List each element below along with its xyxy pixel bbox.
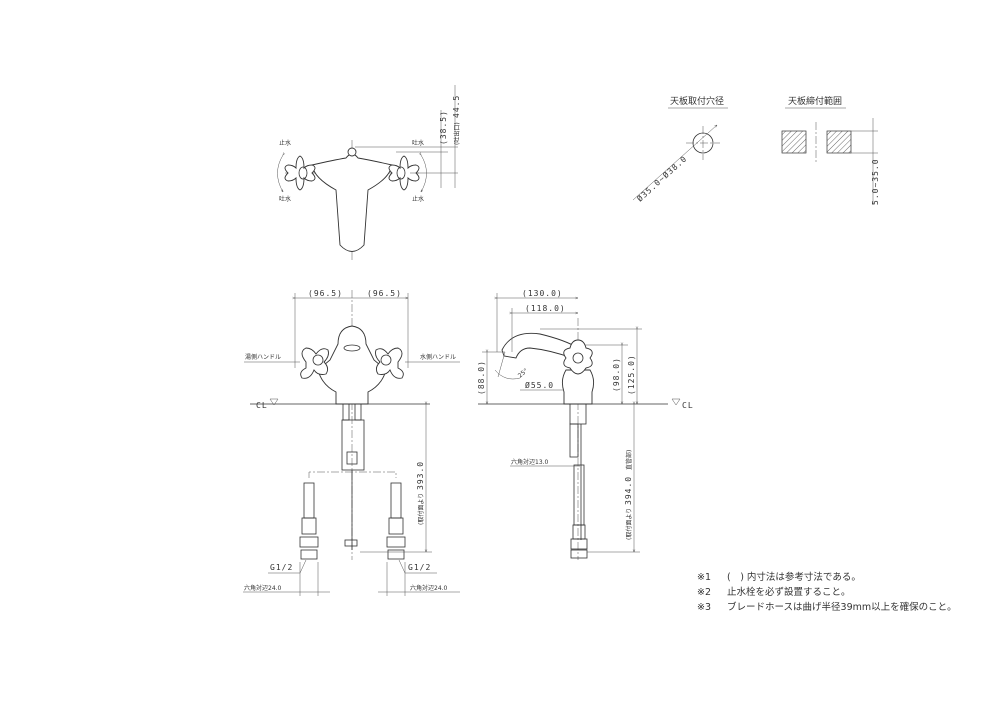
side-cl-label: CL <box>682 401 694 410</box>
hole-diameter-view: 天板取付穴径 Ø35.0~Ø38.0 <box>632 95 728 203</box>
dim-total-length: 393.0 <box>416 461 425 490</box>
label-thread-left: G1/2 <box>270 563 293 572</box>
note-2-mark: ※2 <box>697 587 711 598</box>
dim-outlet-label: (吐出口) <box>453 122 461 145</box>
hole-dim: Ø35.0~Ø38.0 <box>635 153 689 203</box>
front-cl-label: CL <box>256 401 268 410</box>
top-view: 止水 吐水 吐水 止水 (38.5) (吐出口) 44.5 <box>277 85 461 262</box>
dim-right-width: (96.5) <box>367 289 402 298</box>
front-view: CL (96.5) (96.5) 湯側ハンドル 水側ハンドル <box>243 289 460 596</box>
dim-total-height: (125.0) <box>627 354 636 395</box>
label-hex-right: 六角対辺24.0 <box>410 584 448 592</box>
dim-spout-height: (88.0) <box>477 360 486 395</box>
dim-base-dia: Ø55.0 <box>525 380 554 390</box>
dim-handle-height: (38.5) <box>439 110 448 145</box>
dim-left-width: (96.5) <box>308 289 343 298</box>
label-hot-handle: 湯側ハンドル <box>245 353 281 361</box>
left-supply-hose <box>299 482 319 560</box>
hole-view-title: 天板取付穴径 <box>670 95 724 107</box>
dim-reach: (130.0) <box>522 289 563 298</box>
label-stop-left: 止水 <box>279 139 291 147</box>
label-spout-left: 吐水 <box>279 195 291 203</box>
label-cold-handle: 水側ハンドル <box>420 353 456 361</box>
dim-outlet-height: 44.5 <box>452 95 461 118</box>
dim-hose-length-suffix: 直管部) <box>625 450 633 470</box>
note-2-text: 止水栓を必ず設置すること。 <box>727 586 851 598</box>
dim-hose-length: 394.0 <box>624 476 633 505</box>
dim-reach-inner: (118.0) <box>525 304 566 313</box>
range-view-title: 天板締付範囲 <box>788 95 842 107</box>
dim-total-length-label: (取付面より <box>417 493 425 525</box>
label-spout-right: 吐水 <box>412 139 424 147</box>
left-handle <box>284 155 316 191</box>
note-1-text: ( ) 内寸法は参考寸法である。 <box>727 571 861 583</box>
note-3-mark: ※3 <box>697 602 711 613</box>
dim-angle: 25° <box>517 367 530 379</box>
note-3-text: ブレードホースは曲げ半径39mm以上を確保のこと。 <box>727 601 957 613</box>
dim-hex-side: 六角対辺13.0 <box>511 458 549 466</box>
dim-hose-length-label: (取付面より <box>625 508 633 540</box>
range-dim: 5.0~35.0 <box>871 158 880 205</box>
label-thread-right: G1/2 <box>408 563 431 572</box>
right-supply-hose <box>386 482 406 560</box>
side-view: CL (130.0) (118.0) (88.0) 25° Ø55.0 (98.… <box>477 289 694 560</box>
note-1-mark: ※1 <box>697 572 711 583</box>
dim-handle-height-side: (98.0) <box>612 357 621 392</box>
notes: ※1 ( ) 内寸法は参考寸法である。 ※2 止水栓を必ず設置すること。 ※3 … <box>697 571 957 613</box>
label-hex-left: 六角対辺24.0 <box>244 584 282 592</box>
label-stop-right: 止水 <box>412 195 424 203</box>
counter-thickness-view: 天板締付範囲 5.0~35.0 <box>781 95 880 205</box>
